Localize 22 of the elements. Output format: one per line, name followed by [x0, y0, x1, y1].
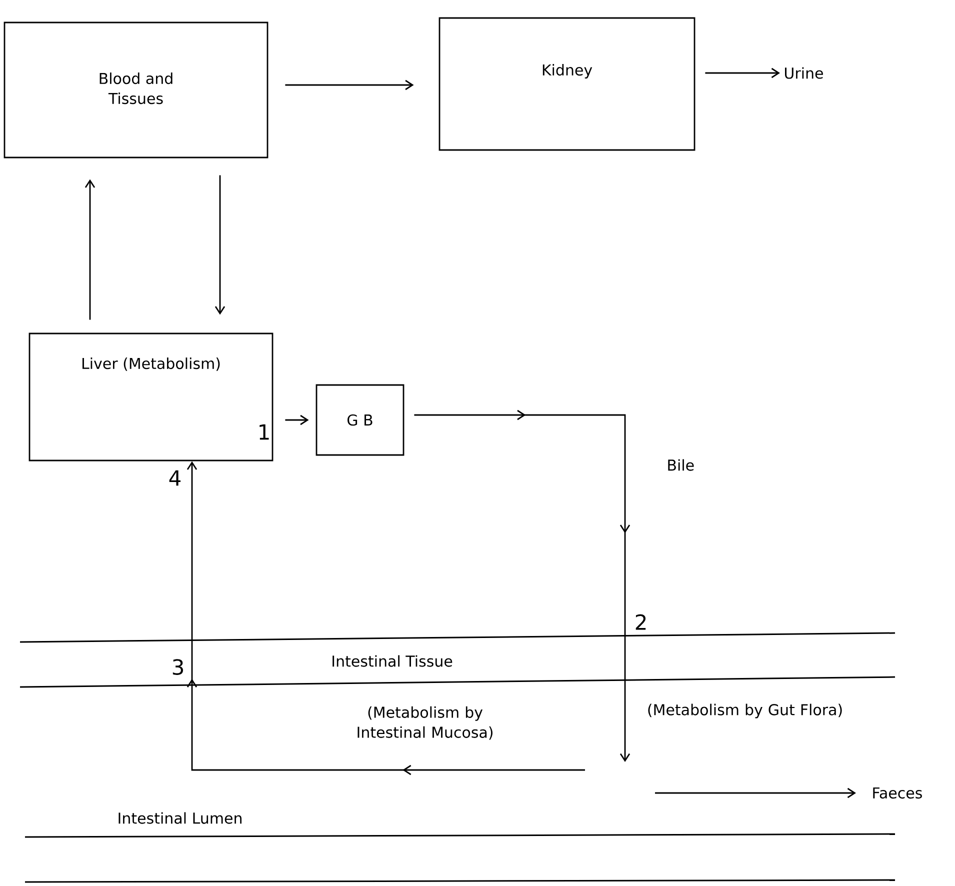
output-label: Faeces [873, 787, 922, 799]
callout-number: 1 [260, 424, 269, 440]
callout-number: 4 [169, 470, 180, 486]
arrow [414, 410, 630, 762]
process-box: Kidney [438, 17, 696, 151]
arrow [186, 461, 585, 776]
arrow [214, 175, 226, 315]
region-label: Intestinal Tissue [332, 655, 452, 667]
callout-number: 2 [636, 614, 646, 630]
output-label: Urine [785, 67, 823, 79]
process-note: (Metabolism by Intestinal Mucosa) [358, 706, 492, 740]
process-note: (Metabolism by Gut Flora) [648, 704, 842, 718]
process-box: Blood and Tissues [4, 22, 268, 158]
arrow [84, 179, 96, 320]
edge-label: Bile [668, 459, 694, 471]
region-label: Intestinal Lumen [118, 812, 242, 824]
callout-number: 3 [172, 659, 183, 675]
arrow [655, 788, 856, 798]
process-box: G B [316, 384, 404, 456]
arrow [285, 414, 309, 426]
arrow [285, 80, 414, 90]
arrow [705, 68, 780, 78]
